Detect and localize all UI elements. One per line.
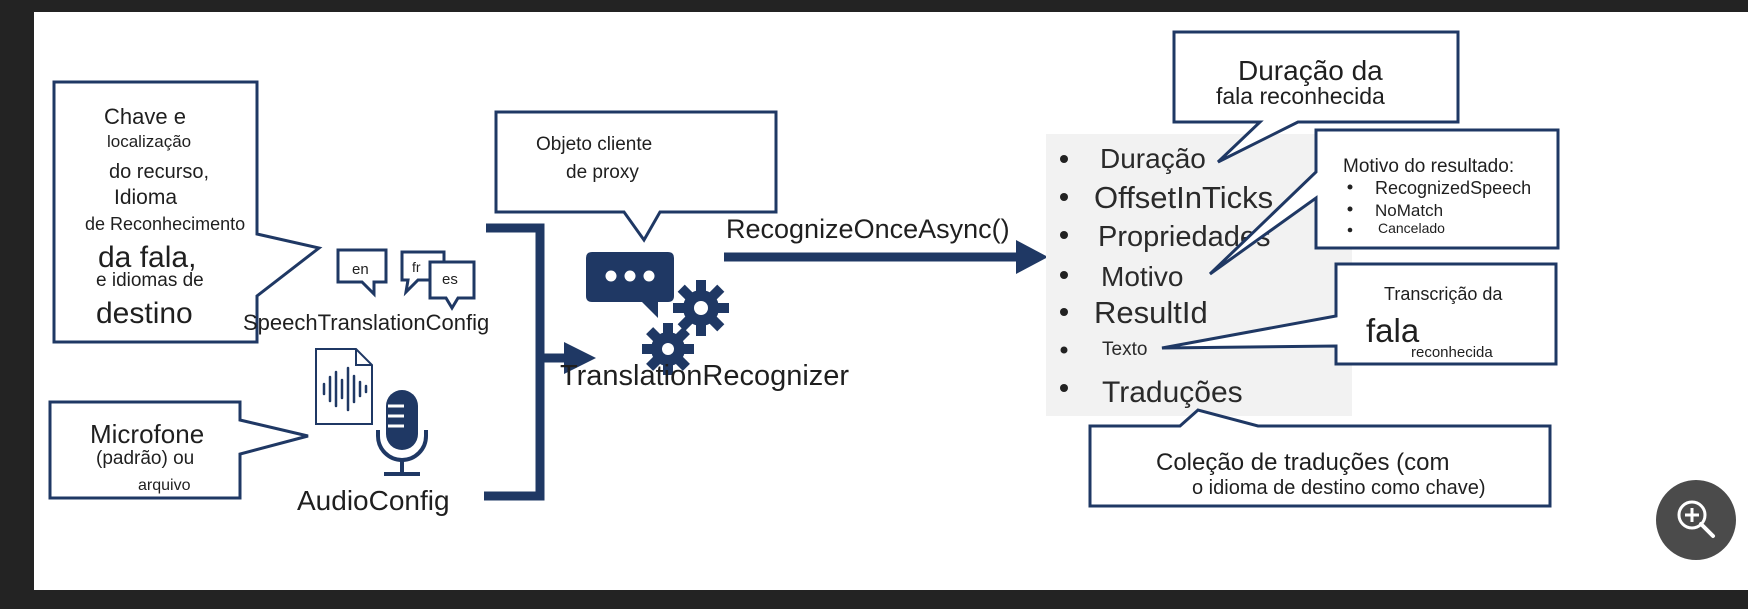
callout-translations xyxy=(1088,408,1552,508)
prop-text: Texto xyxy=(1102,339,1147,360)
lang-fr-es-icon: fr es xyxy=(400,250,476,311)
prop-result-id: ResultId xyxy=(1094,295,1208,330)
diagram-canvas: Chave e localização do recurso, Idioma d… xyxy=(34,12,1748,590)
transcription-line-2: fala xyxy=(1366,312,1420,349)
mic-line-3: arquivo xyxy=(138,477,191,494)
key-line-5: de Reconhecimento xyxy=(85,214,245,234)
speech-config-label: SpeechTranslationConfig xyxy=(243,310,489,335)
microphone-icon xyxy=(376,390,428,476)
svg-text:es: es xyxy=(442,271,458,288)
lang-en-icon: en xyxy=(336,248,388,298)
key-line-8: destino xyxy=(96,297,193,330)
proxy-line-2: de proxy xyxy=(566,162,639,183)
prop-reason: Motivo xyxy=(1101,261,1183,292)
reason-item-3: Cancelado xyxy=(1378,220,1445,236)
callout-transcription xyxy=(1161,262,1558,366)
translations-line-2: o idioma de destino como chave) xyxy=(1192,477,1486,499)
audio-config-label: AudioConfig xyxy=(297,485,450,516)
translations-line-1: Coleção de traduções (com xyxy=(1156,449,1449,476)
transcription-line-1: Transcrição da xyxy=(1384,284,1503,304)
duration-line-2: fala reconhecida xyxy=(1216,83,1385,109)
reason-item-1: RecognizedSpeech xyxy=(1375,178,1531,198)
zoom-in-button[interactable] xyxy=(1656,480,1736,560)
callout-duration xyxy=(1172,30,1460,164)
key-line-7: e idiomas de xyxy=(96,270,204,291)
zoom-in-icon xyxy=(1677,500,1715,538)
callout-reason xyxy=(1208,128,1560,276)
callout-proxy xyxy=(494,110,778,243)
svg-text:en: en xyxy=(352,261,369,278)
merge-arrow-head xyxy=(564,342,596,374)
method-arrow-head xyxy=(1016,240,1048,274)
reason-title: Motivo do resultado: xyxy=(1343,156,1514,177)
mic-line-2: (padrão) ou xyxy=(96,448,194,469)
key-line-3: do recurso, xyxy=(109,161,209,183)
svg-text:fr: fr xyxy=(412,259,421,275)
method-label: RecognizeOnceAsync() xyxy=(726,214,1010,244)
prop-translations: Traduções xyxy=(1102,376,1243,409)
callout-key-region xyxy=(52,80,323,344)
duration-line-1: Duração da xyxy=(1238,55,1383,86)
result-property-list: Duração OffsetInTicks Propriedades Motiv… xyxy=(1060,143,1273,409)
prop-duration: Duração xyxy=(1100,143,1206,174)
recognizer-label: TranslationRecognizer xyxy=(560,360,849,392)
key-line-1: Chave e xyxy=(104,104,186,129)
mic-line-1: Microfone xyxy=(90,419,204,449)
gears-icon xyxy=(642,280,729,375)
reason-item-2: NoMatch xyxy=(1375,201,1443,220)
result-panel xyxy=(1046,134,1352,416)
diagram-svg: Chave e localização do recurso, Idioma d… xyxy=(48,30,1560,516)
audio-file-icon xyxy=(315,348,373,425)
merge-bracket xyxy=(484,223,545,501)
proxy-line-1: Objeto cliente xyxy=(536,134,652,155)
prop-offset: OffsetInTicks xyxy=(1094,180,1273,215)
transcription-line-3: reconhecida xyxy=(1411,344,1493,361)
callout-microphone xyxy=(48,400,309,500)
chat-bubble-icon xyxy=(586,252,674,318)
key-line-4: Idioma xyxy=(114,186,177,209)
key-line-2: localização xyxy=(107,132,191,151)
key-line-6: da fala, xyxy=(98,241,196,274)
